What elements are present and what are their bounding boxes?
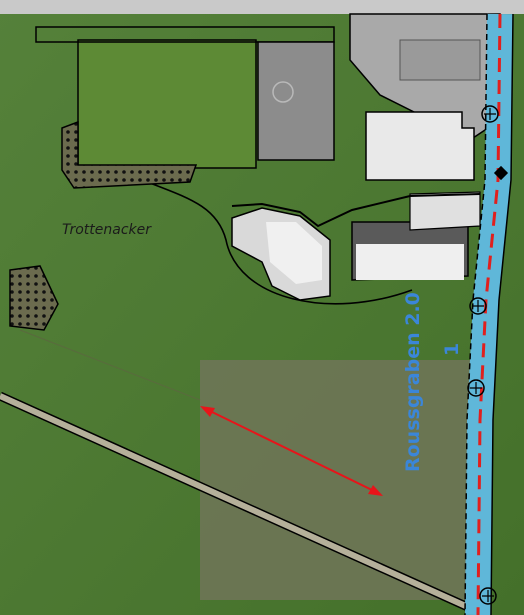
stream-segment-label: 1 [441,343,463,356]
field-furrow [19,329,201,401]
crop-field [200,360,480,600]
top-road [0,0,524,14]
building-annex [409,191,481,231]
farm-track-surface [0,393,472,611]
survey-marker-icon [469,297,487,315]
hatched-area-left-top [61,120,198,189]
survey-marker-icon [493,165,509,181]
survey-marker-icon [467,379,485,397]
survey-marker-icon [481,105,499,123]
court-marking [272,81,294,103]
measurement-arrow-icon[interactable] [200,406,383,496]
stream-axis [476,13,502,615]
survey-marker-icon [479,587,497,605]
stream-name-label: Roussgraben 2.0 [402,292,424,472]
hard-court [257,41,335,161]
hatched-area-left-mid [9,265,59,331]
parcel-line-curve [129,174,413,305]
building-central-roof [266,222,322,284]
building-main [365,111,475,181]
building-east-roof [356,244,464,280]
parcel-line-building-outline [231,193,481,228]
parking-lot [399,39,481,81]
place-label: Trottenacker [62,222,152,238]
stream-corridor-border-left [464,13,488,615]
sports-field [77,39,257,169]
stream-corridor-border-right [490,13,514,615]
field-boundary [35,26,335,43]
